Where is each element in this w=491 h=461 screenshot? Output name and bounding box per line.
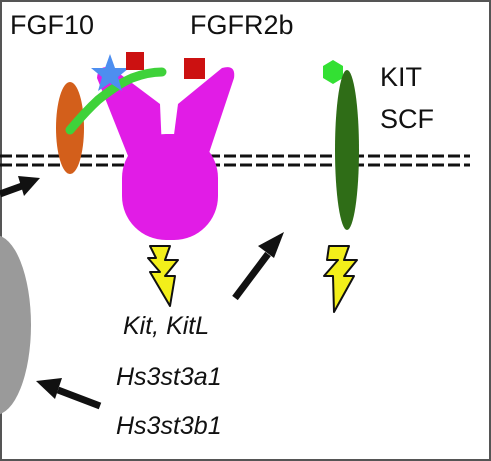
neighbor-cell — [0, 235, 31, 415]
scf-label: SCF — [380, 104, 434, 134]
cell-membrane — [0, 154, 470, 167]
arrow-icon — [232, 232, 284, 301]
square-icon — [184, 58, 205, 79]
gene-label: Hs3st3b1 — [116, 412, 222, 440]
star-icon — [91, 54, 129, 91]
arrow-icon — [0, 176, 40, 198]
fgf10-label: FGF10 — [10, 10, 94, 40]
gene-label: Kit, KitL — [123, 312, 209, 340]
kit-receptor-shape — [335, 70, 359, 230]
arrow-icon — [36, 378, 102, 410]
fgfr2b-label: FGFR2b — [190, 10, 294, 40]
square-icon — [126, 52, 144, 70]
kit-label: KIT — [380, 62, 422, 92]
lightning-bolt-icon — [323, 245, 358, 313]
gene-label: Hs3st3a1 — [116, 363, 222, 391]
lightning-bolt-icon — [147, 245, 179, 307]
hexagon-icon — [323, 60, 343, 84]
